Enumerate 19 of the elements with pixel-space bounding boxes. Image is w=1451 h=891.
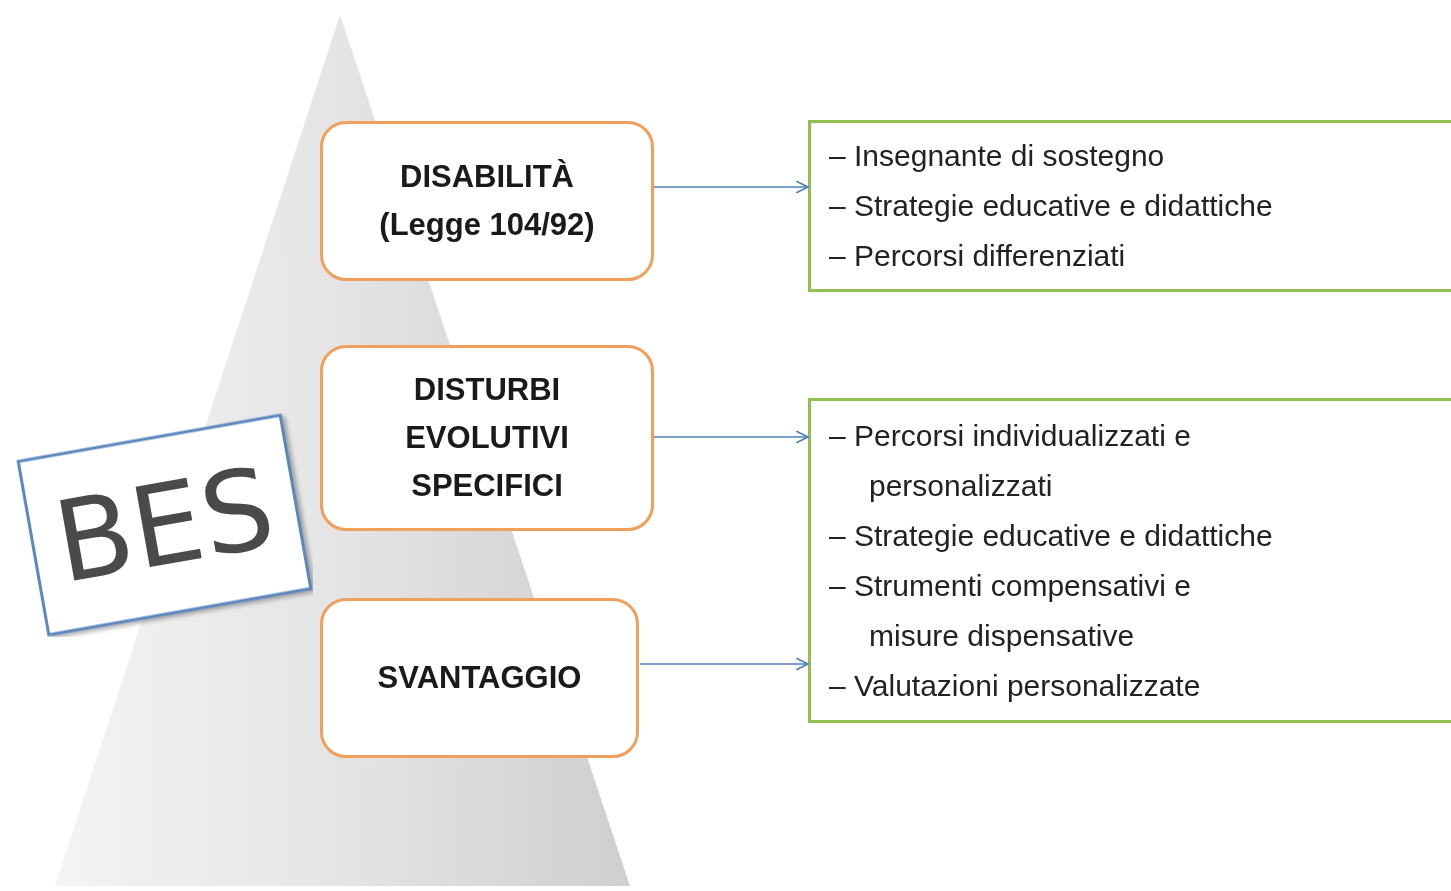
- category-label: DISTURBI EVOLUTIVI SPECIFICI: [404, 370, 570, 505]
- list-item: – Strategie educative e didattiche: [829, 188, 1274, 224]
- measures-box: [808, 120, 1451, 292]
- list-item: – Percorsi differenziati: [829, 238, 1127, 274]
- category-box: [320, 121, 654, 281]
- category-box: [320, 598, 639, 758]
- title-text: BES: [47, 450, 282, 600]
- arrow: [653, 430, 809, 444]
- list-item: – Strumenti compensativi e misure dispensative: [829, 567, 1192, 654]
- list-item: – Percorsi individualizzati e personalizzati: [829, 417, 1192, 504]
- list-item: – Strategie educative e didattiche: [829, 517, 1274, 554]
- arrow: [640, 657, 809, 671]
- list-item: – Valutazioni personalizzate: [829, 667, 1202, 704]
- category-box: [320, 345, 654, 531]
- category-label: DISABILITÀ (Legge 104/92): [378, 157, 596, 244]
- list-item: – Insegnante di sostegno: [829, 138, 1166, 174]
- arrow: [653, 180, 809, 194]
- category-label: SVANTAGGIO: [377, 658, 582, 697]
- measures-box: [808, 398, 1451, 723]
